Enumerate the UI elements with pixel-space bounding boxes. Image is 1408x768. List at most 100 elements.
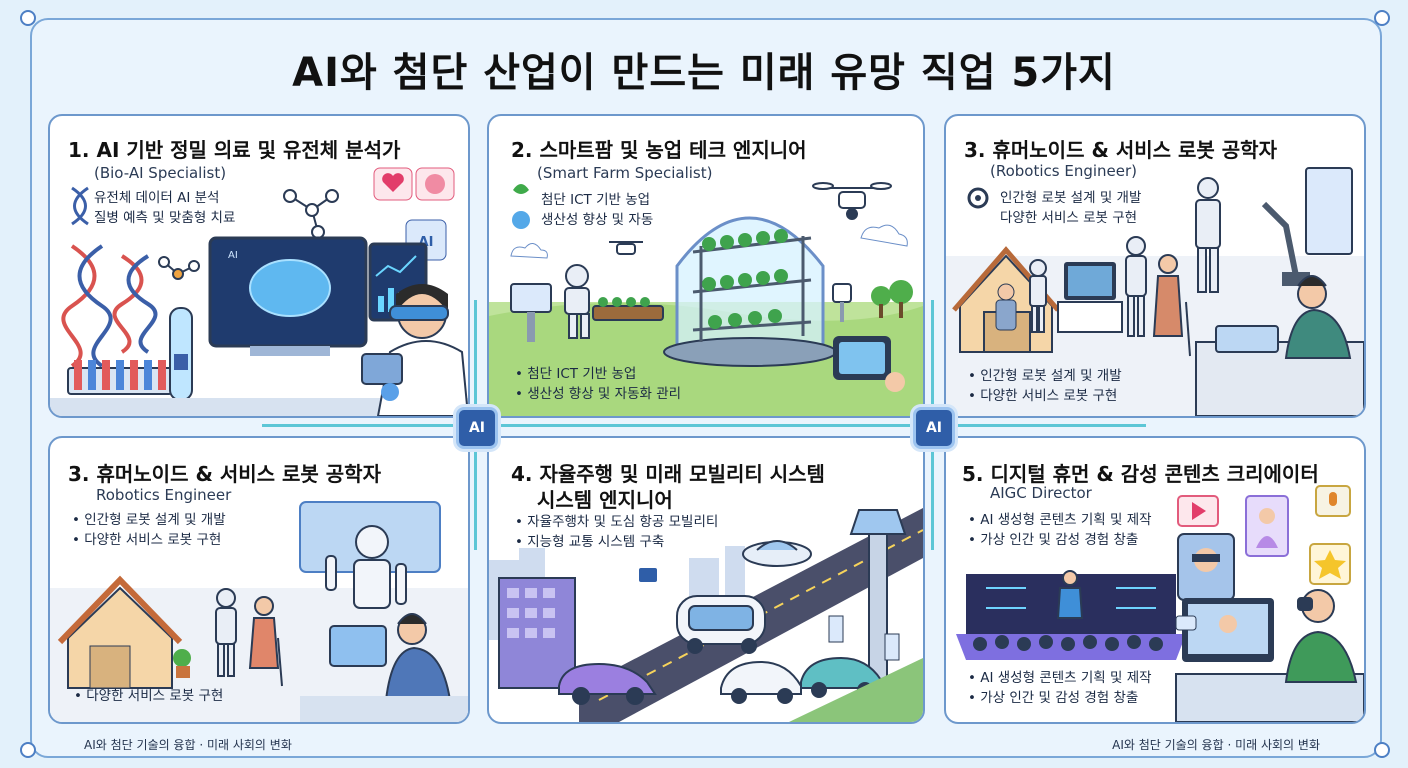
bullet-item: • 다양한 서비스 로봇 구현 <box>74 688 224 704</box>
bullet-item: 다양한 서비스 로봇 구현 <box>1000 210 1138 226</box>
farm-robot-icon <box>564 264 590 339</box>
keyboard-icon <box>1215 325 1279 353</box>
gear-icon <box>967 187 989 209</box>
panel-bio-ai[interactable]: 1. AI 기반 정밀 의료 및 유전체 분석가 (Bio-AI Special… <box>48 114 470 418</box>
molecule-icon <box>158 256 200 280</box>
drone-icon <box>812 182 892 220</box>
corner-dot <box>20 10 36 26</box>
charger-icon <box>828 615 844 643</box>
planter-box <box>592 305 664 321</box>
footer-left: AI와 첨단 기술의 융합 · 미래 사회의 변화 <box>84 738 292 752</box>
bullet-item: • 인간형 로봇 설계 및 개발 <box>72 512 226 528</box>
panel-subtitle: (Robotics Engineer) <box>990 162 1138 180</box>
tree-icon <box>889 280 913 304</box>
panel-subtitle: (Smart Farm Specialist) <box>537 164 713 182</box>
sensor-icon <box>832 283 852 303</box>
bullet-item: • 자율주행차 및 도심 항공 모빌리티 <box>515 514 719 530</box>
sign-icon <box>639 568 657 582</box>
panel-subtitle: (Bio-AI Specialist) <box>94 164 227 182</box>
cloud-icon <box>510 243 548 259</box>
panel-title: 5. 디지털 휴먼 & 감성 콘텐츠 크리에이터 <box>962 462 1319 486</box>
brain-scan-icon <box>249 259 331 317</box>
play-icon <box>1192 502 1206 520</box>
bullet-item: • 지능형 교통 시스템 구축 <box>515 534 665 550</box>
molecule-icon <box>283 189 339 239</box>
test-tube-icon <box>74 360 166 390</box>
robotics-illustration <box>946 167 1364 416</box>
panel-title-line2: 시스템 엔지니어 <box>537 488 673 512</box>
cloud-icon <box>860 224 908 247</box>
performer-icon <box>1056 570 1084 619</box>
panel-robotics-top[interactable]: 3. 휴머노이드 & 서비스 로봇 공학자 (Robotics Engineer… <box>944 114 1366 418</box>
drone-icon <box>609 241 643 255</box>
corner-dot <box>1374 742 1390 758</box>
panel-robotics-bottom[interactable]: 3. 휴머노이드 & 서비스 로봇 공학자 Robotics Engineer … <box>48 436 470 724</box>
smart-farm-illustration <box>489 182 923 416</box>
door-icon <box>1305 167 1353 255</box>
panel-title: 3. 휴머노이드 & 서비스 로봇 공학자 <box>68 462 381 486</box>
engineer-illustration <box>384 613 452 701</box>
bullet-item: • AI 생성형 콘텐츠 기획 및 제작 <box>968 512 1152 528</box>
panel-bullets: 첨단 ICT 기반 농업 생산성 향상 및 자동 <box>541 190 653 230</box>
panel-title: 3. 휴머노이드 & 서비스 로봇 공학자 <box>964 138 1277 162</box>
mic-icon <box>1175 615 1197 631</box>
bullet-item: 첨단 ICT 기반 농업 <box>541 192 651 208</box>
bullet-item: 질병 예측 및 맞춤형 치료 <box>94 210 236 226</box>
elderly-person-icon <box>248 596 283 687</box>
elderly-person-icon <box>1152 254 1191 357</box>
digital-human-illustration <box>956 485 1364 722</box>
panel-digital-human[interactable]: 5. 디지털 휴먼 & 감성 콘텐츠 크리에이터 AIGC Director •… <box>944 436 1366 724</box>
connector-line <box>262 424 1146 427</box>
avatar-card <box>1245 495 1289 557</box>
mic-icon <box>1329 492 1337 506</box>
autonomous-shuttle-icon <box>676 595 766 654</box>
panel-title: 1. AI 기반 정밀 의료 및 유전체 분석가 <box>68 138 401 162</box>
robotics-illustration <box>50 501 468 722</box>
page-title: AI와 첨단 산업이 만드는 미래 유망 직업 5가지 <box>292 50 1116 96</box>
creator-illustration <box>1284 589 1358 683</box>
dna-helix-icon <box>61 244 158 368</box>
tablet-icon <box>361 353 403 385</box>
bullet-item: • 다양한 서비스 로봇 구현 <box>72 532 222 548</box>
tree-icon <box>871 286 891 306</box>
scientist-illustration <box>361 284 468 416</box>
audience-icon <box>973 635 1163 651</box>
bullet-item: • 첨단 ICT 기반 농업 <box>515 366 637 382</box>
plant-icon <box>702 229 788 329</box>
leaf-icon <box>513 184 529 194</box>
panel-subtitle: AIGC Director <box>990 484 1092 502</box>
corner-dot <box>20 742 36 758</box>
humanoid-robot-icon <box>325 525 407 609</box>
panel-title-line1: 4. 자율주행 및 미래 모빌리티 시스템 <box>511 462 825 486</box>
tablet-icon <box>329 625 387 667</box>
water-drop-icon <box>512 211 530 229</box>
star-icon <box>1314 550 1346 579</box>
bullet-item: 생산성 향상 및 자동 <box>541 212 654 228</box>
car-icon <box>558 662 657 705</box>
vr-headset-icon <box>1297 597 1313 611</box>
panel-smart-farm[interactable]: 2. 스마트팜 및 농업 테크 엔지니어 (Smart Farm Special… <box>487 114 925 418</box>
bullet-item: • 가상 인간 및 감성 경험 창출 <box>968 532 1139 548</box>
humanoid-robot-icon <box>1195 177 1221 293</box>
panel-bullets: 유전체 데이터 AI 분석 질병 예측 및 맞춤형 치료 <box>94 188 235 228</box>
brain-icon <box>425 174 445 194</box>
panel-bullets: • AI 생성형 콘텐츠 기획 및 제작 • 가상 인간 및 감성 경험 창출 <box>968 510 1152 550</box>
panel-title: 2. 스마트팜 및 농업 테크 엔지니어 <box>511 138 807 162</box>
bullet-item: • 다양한 서비스 로봇 구현 <box>968 388 1118 404</box>
dna-icon <box>71 186 89 226</box>
bullet-item: 유전체 데이터 AI 분석 <box>94 190 220 206</box>
panel-subtitle: Robotics Engineer <box>96 486 232 504</box>
robot-icon <box>1029 259 1047 333</box>
ai-chip-node: AI <box>913 407 955 449</box>
bullet-item: • AI 생성형 콘텐츠 기획 및 제작 <box>968 670 1152 686</box>
panel-mobility[interactable]: 4. 자율주행 및 미래 모빌리티 시스템 시스템 엔지니어 • 자율주행차 및… <box>487 436 925 724</box>
panel-bullets-bottom: • 다양한 서비스 로봇 구현 <box>74 686 223 706</box>
robot-icon <box>215 588 237 677</box>
panel-bullets: • 자율주행차 및 도심 항공 모빌리티 • 지능형 교통 시스템 구축 <box>515 512 718 552</box>
corner-dot <box>1374 10 1390 26</box>
kiosk-screen <box>510 283 552 313</box>
plant-icon <box>173 649 191 667</box>
heart-icon <box>382 173 404 192</box>
panel-bullets-bottom: • AI 생성형 콘텐츠 기획 및 제작 • 가상 인간 및 감성 경험 창출 <box>968 668 1152 708</box>
bullet-item: • 인간형 로봇 설계 및 개발 <box>968 368 1122 384</box>
